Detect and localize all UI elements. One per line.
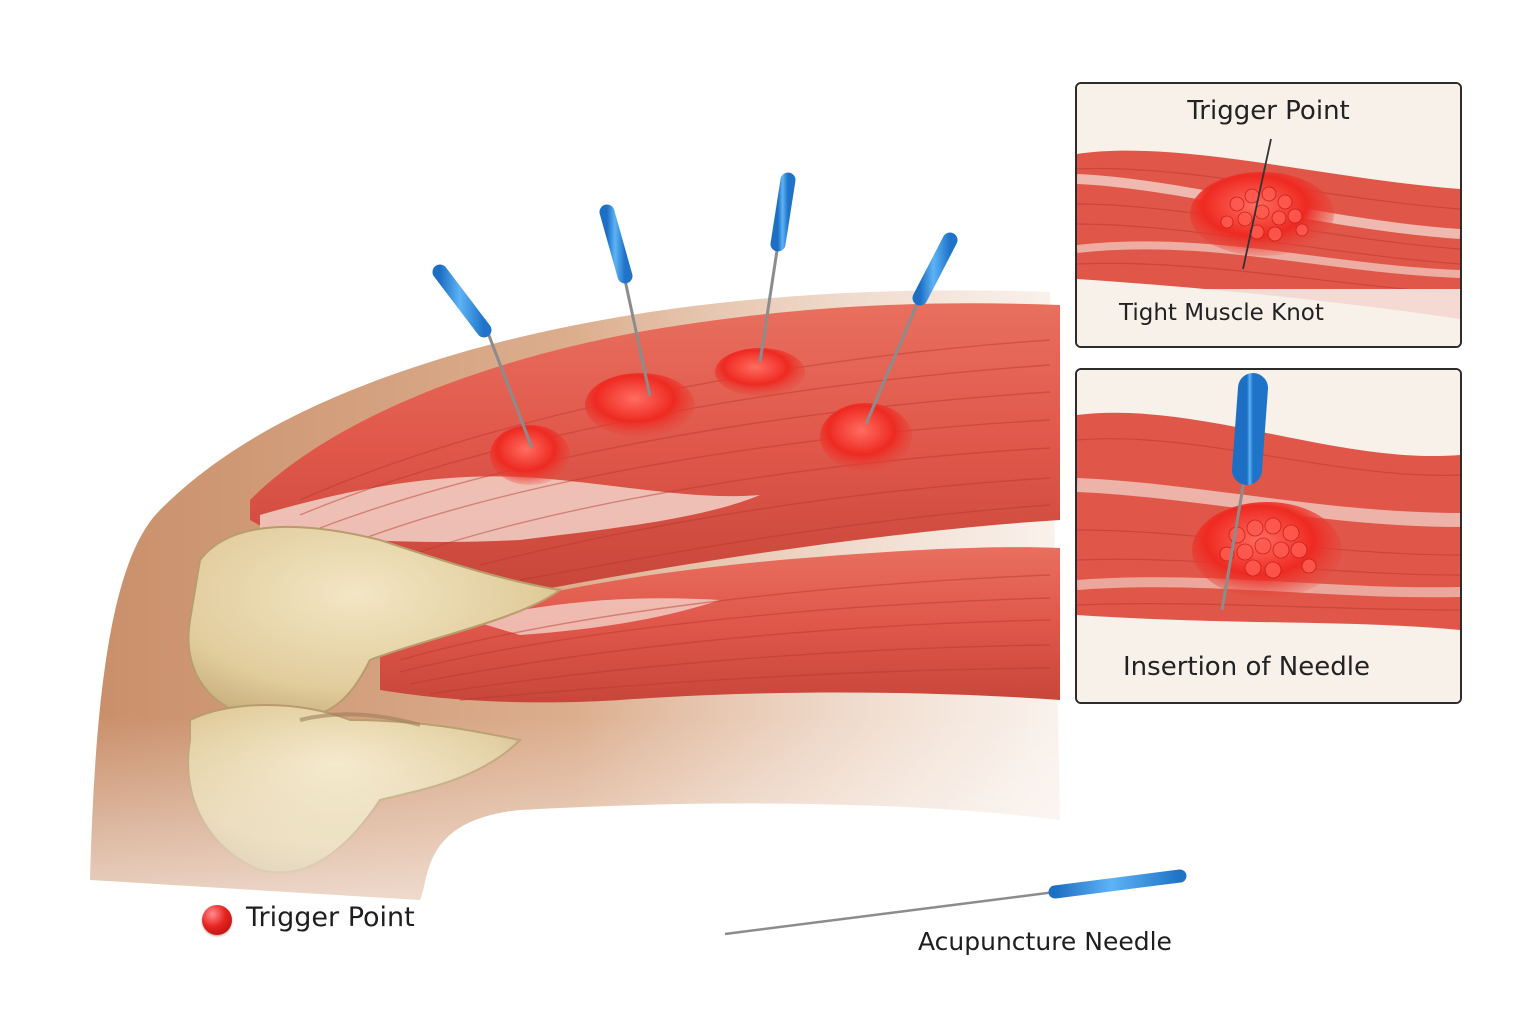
trigger-point-4 (820, 403, 912, 471)
red-dot-icon (202, 905, 232, 935)
legend-acupuncture-needle-label: Acupuncture Needle (918, 927, 1172, 956)
trigger-point-2 (585, 373, 695, 437)
inserted-needles (432, 172, 958, 449)
knot-pointer-line (1242, 138, 1272, 270)
inset-knot-caption: Tight Muscle Knot (1119, 300, 1324, 326)
needle-3 (758, 172, 796, 363)
trigger-point-1 (490, 425, 570, 485)
inset-insertion-caption: Insertion of Needle (1123, 652, 1370, 682)
needle-1 (432, 264, 534, 449)
insertion-illustration (1077, 370, 1460, 702)
trigger-points (490, 348, 912, 485)
inset-knot-title: Trigger Point (1187, 96, 1350, 126)
needle-4 (864, 232, 958, 425)
trigger-point-3 (715, 348, 805, 396)
inset-needle (1220, 373, 1268, 611)
legend-trigger-point-label: Trigger Point (246, 902, 415, 933)
inset-trigger-point-knot: Trigger Point Tight Muscle Knot (1075, 82, 1462, 348)
acupuncture-needle-icon (724, 869, 1187, 936)
knot-illustration (1077, 84, 1460, 346)
needle-2 (599, 204, 652, 397)
inset-needle-insertion: Insertion of Needle (1075, 368, 1462, 704)
